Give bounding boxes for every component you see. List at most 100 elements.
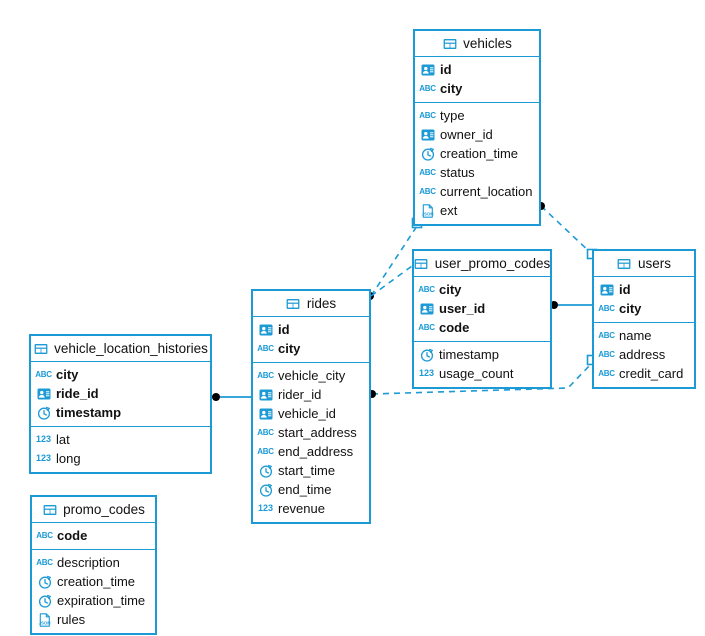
id-card-icon bbox=[258, 388, 273, 402]
abc-icon: ABC bbox=[257, 427, 274, 437]
column-name: rider_id bbox=[278, 387, 322, 402]
column-row[interactable]: end_time bbox=[253, 480, 369, 499]
abc-icon: ABC bbox=[418, 322, 435, 332]
abc-icon: ABC bbox=[419, 83, 436, 93]
column-row[interactable]: start_time bbox=[253, 461, 369, 480]
table-header-users[interactable]: users bbox=[594, 251, 694, 277]
column-row[interactable]: expiration_time bbox=[32, 591, 155, 610]
json-icon: JSON bbox=[420, 203, 435, 218]
relationship-rides-to-user-promo-codes[interactable] bbox=[370, 265, 413, 297]
column-row[interactable]: JSON ext bbox=[415, 201, 539, 220]
column-row[interactable]: ABC code bbox=[414, 318, 550, 337]
relationship-user-promo-codes-to-users[interactable] bbox=[550, 301, 592, 309]
column-name: current_location bbox=[440, 184, 533, 199]
column-name: usage_count bbox=[439, 366, 514, 381]
table-title: vehicle_location_histories bbox=[54, 341, 208, 356]
column-row[interactable]: rider_id bbox=[253, 385, 369, 404]
svg-text:JSON: JSON bbox=[38, 620, 50, 625]
column-name: long bbox=[56, 451, 81, 466]
column-row[interactable]: id bbox=[594, 280, 694, 299]
table-header-promo_codes[interactable]: promo_codes bbox=[32, 497, 155, 523]
column-name: user_id bbox=[439, 301, 486, 316]
column-row[interactable]: ride_id bbox=[31, 384, 210, 403]
column-name: id bbox=[278, 322, 290, 337]
column-row[interactable]: creation_time bbox=[32, 572, 155, 591]
column-row[interactable]: owner_id bbox=[415, 125, 539, 144]
column-name: timestamp bbox=[56, 405, 122, 420]
column-row[interactable]: ABC start_address bbox=[253, 423, 369, 442]
id-card-icon bbox=[36, 387, 51, 401]
column-name: end_time bbox=[278, 482, 332, 497]
clock-icon bbox=[258, 483, 273, 497]
table-header-rides[interactable]: rides bbox=[253, 291, 369, 317]
123-icon: 123 bbox=[35, 434, 52, 444]
column-name: ext bbox=[440, 203, 458, 218]
column-row[interactable]: vehicle_id bbox=[253, 404, 369, 423]
clock-icon bbox=[37, 575, 52, 589]
id-card-icon bbox=[258, 407, 273, 421]
abc-icon: ABC bbox=[598, 330, 615, 340]
abc-icon: ABC bbox=[598, 349, 615, 359]
column-name: owner_id bbox=[440, 127, 493, 142]
abc-icon: ABC bbox=[257, 446, 274, 456]
column-row[interactable]: timestamp bbox=[414, 345, 550, 364]
relationship-line bbox=[540, 205, 593, 255]
column-name: vehicle_id bbox=[278, 406, 336, 421]
column-name: timestamp bbox=[439, 347, 499, 362]
column-name: credit_card bbox=[619, 366, 684, 381]
column-name: id bbox=[619, 282, 631, 297]
column-row[interactable]: timestamp bbox=[31, 403, 210, 422]
column-name: code bbox=[439, 320, 470, 335]
abc-icon: ABC bbox=[598, 303, 615, 313]
table-header-user_promo_codes[interactable]: user_promo_codes bbox=[414, 251, 550, 277]
column-name: expiration_time bbox=[57, 593, 146, 608]
relationship-line bbox=[370, 225, 418, 297]
many-side-marker bbox=[212, 393, 220, 401]
table-header-vehicles[interactable]: vehicles bbox=[415, 31, 539, 57]
column-row[interactable]: id bbox=[253, 320, 369, 339]
table-icon bbox=[286, 297, 301, 311]
relationship-vehicle-location-histories-to-rides[interactable] bbox=[212, 393, 251, 401]
column-row[interactable]: user_id bbox=[414, 299, 550, 318]
table-header-vehicle_location_histories[interactable]: vehicle_location_histories bbox=[31, 336, 210, 362]
column-name: id bbox=[440, 62, 452, 77]
svg-text:JSON: JSON bbox=[421, 211, 433, 216]
column-name: ride_id bbox=[56, 386, 99, 401]
column-row[interactable]: creation_time bbox=[415, 144, 539, 163]
column-row[interactable]: id bbox=[415, 60, 539, 79]
table-icon bbox=[414, 257, 429, 271]
column-name: start_address bbox=[278, 425, 357, 440]
